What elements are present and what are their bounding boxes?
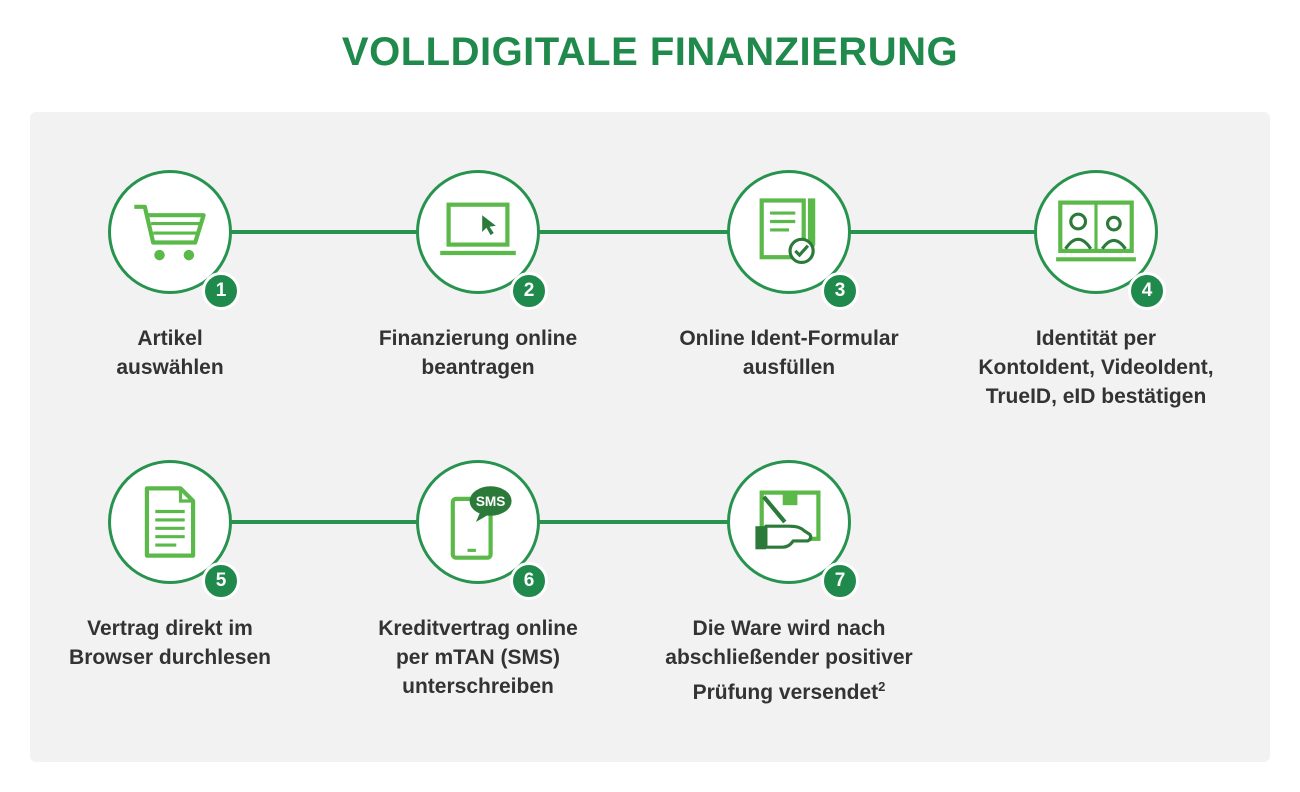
step-5-label: Vertrag direkt im Browser durchlesen: [69, 617, 271, 669]
step-7-label-text: Die Ware wird nach abschließender positi…: [665, 617, 913, 704]
document-icon: [144, 486, 196, 558]
page-title: VOLLDIGITALE FINANZIERUNG: [341, 30, 959, 74]
process-panel: 1 Artikel auswählen 2 Finanzierung onlin…: [30, 112, 1270, 762]
step-2-label: Finanzierung online beantragen: [378, 327, 578, 379]
step-7-label: Die Ware wird nach abschließender positi…: [649, 614, 929, 707]
svg-text:SMS: SMS: [476, 494, 506, 509]
step-3-label: Online Ident-Formular ausfüllen: [679, 327, 899, 379]
step-6-label: Kreditvertrag online per mTAN (SMS) unte…: [378, 617, 578, 698]
shopping-cart-icon: [134, 204, 206, 261]
step-6-badge: 6: [510, 562, 548, 600]
step-5-badge: 5: [202, 562, 240, 600]
video-call-icon: [1056, 200, 1136, 262]
form-pen-check-icon: [759, 198, 816, 265]
step-7-circle: [727, 460, 851, 584]
step-1-badge: 1: [202, 272, 240, 310]
laptop-cursor-icon: [440, 202, 516, 256]
step-1-circle: [108, 170, 232, 294]
step-2-badge: 2: [510, 272, 548, 310]
step-7-badge: 7: [821, 562, 859, 600]
parcel-hand-icon: [755, 490, 821, 550]
footnote-marker: 2: [878, 679, 886, 694]
step-4-badge: 4: [1128, 272, 1166, 310]
step-1-label: Artikel auswählen: [116, 327, 224, 379]
step-3-circle: [727, 170, 851, 294]
step-3-badge: 3: [821, 272, 859, 310]
step-4-label: Identität per KontoIdent, VideoIdent, Tr…: [978, 327, 1214, 408]
phone-sms-icon: SMS: [450, 486, 512, 560]
